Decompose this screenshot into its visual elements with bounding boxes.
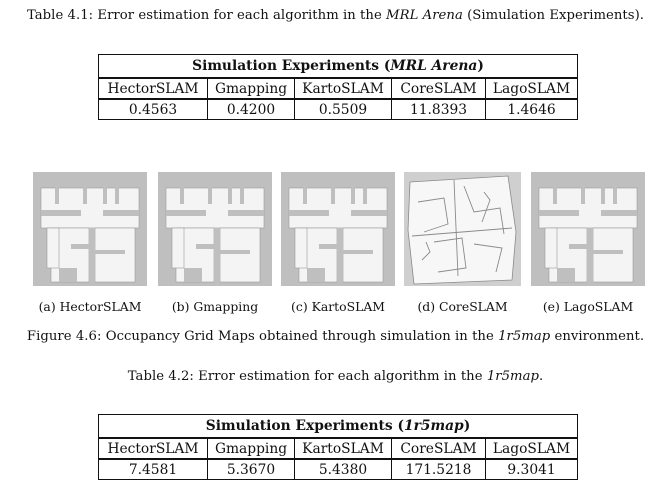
title-text: ): [477, 57, 484, 74]
value-cell: 5.4380: [294, 458, 392, 480]
header-cell: LagoSLAM: [484, 437, 579, 460]
title-text: Simulation Experiments (: [192, 57, 391, 74]
header-cell: HectorSLAM: [98, 437, 208, 460]
value-cell: 1.4646: [485, 98, 578, 120]
occupancy-map-image: [40, 186, 140, 284]
header-cell: HectorSLAM: [98, 77, 208, 100]
header-cell: Gmapping: [207, 437, 295, 460]
value-cell: 11.8393: [391, 98, 486, 120]
map-gmapping: [158, 172, 272, 286]
map-lagoslam: [531, 172, 645, 286]
caption-env: MRL Arena: [386, 8, 463, 23]
table-4-1-caption: Table 4.1: Error estimation for each alg…: [0, 8, 671, 23]
caption-text: Table 4.1: Error estimation for each alg…: [26, 8, 387, 23]
value-cell: 9.3041: [484, 458, 579, 480]
header-cell: LagoSLAM: [485, 77, 578, 100]
title-text: Simulation Experiments (: [205, 417, 405, 434]
figure-4-6-caption: Figure 4.6: Occupancy Grid Maps obtained…: [0, 329, 671, 344]
subcaption-d: (d) CoreSLAM: [417, 299, 508, 314]
title-env: MRL Arena: [390, 57, 478, 74]
occupancy-map-image: [288, 186, 388, 284]
table-4-2: Simulation Experiments (1r5map) HectorSL…: [97, 414, 579, 480]
table-title: Simulation Experiments (1r5map): [97, 414, 579, 439]
subcaption-b: (b) Gmapping: [171, 299, 259, 314]
header-cell: KartoSLAM: [294, 437, 392, 460]
title-env: 1r5map: [404, 417, 464, 434]
table-row: 7.4581 5.3670 5.4380 171.5218 9.3041: [98, 458, 579, 480]
table-title-row: Simulation Experiments (1r5map): [97, 414, 579, 439]
table-4-2-caption: Table 4.2: Error estimation for each alg…: [0, 369, 671, 384]
map-hectorslam: [33, 172, 147, 286]
caption-text: Figure 4.6: Occupancy Grid Maps obtained…: [26, 329, 499, 344]
occupancy-map-image: [538, 186, 638, 284]
table-header-row: HectorSLAM Gmapping KartoSLAM CoreSLAM L…: [98, 437, 579, 460]
subcaption-c: (c) KartoSLAM: [291, 299, 385, 314]
map-kartoslam: [281, 172, 395, 286]
occupancy-map-image: [404, 172, 521, 286]
header-cell: CoreSLAM: [391, 437, 486, 460]
caption-text: Table 4.2: Error estimation for each alg…: [127, 369, 487, 384]
value-cell: 5.3670: [207, 458, 295, 480]
title-text: ): [463, 417, 471, 434]
subcaption-e: (e) LagoSLAM: [542, 299, 634, 314]
table-title: Simulation Experiments (MRL Arena): [98, 54, 578, 79]
table-header-row: HectorSLAM Gmapping KartoSLAM CoreSLAM L…: [98, 77, 578, 100]
header-cell: CoreSLAM: [391, 77, 486, 100]
table-4-1: Simulation Experiments (MRL Arena) Hecto…: [98, 54, 578, 120]
table-title-row: Simulation Experiments (MRL Arena): [98, 54, 578, 79]
caption-env: 1r5map: [498, 329, 551, 344]
caption-env: 1r5map: [486, 369, 540, 384]
caption-text: (Simulation Experiments).: [462, 8, 645, 23]
occupancy-map-image: [165, 186, 265, 284]
value-cell: 171.5218: [391, 458, 486, 480]
header-cell: Gmapping: [207, 77, 295, 100]
value-cell: 0.4200: [207, 98, 295, 120]
caption-text: .: [539, 369, 544, 384]
map-coreslam: [404, 172, 521, 286]
table-row: 0.4563 0.4200 0.5509 11.8393 1.4646: [98, 98, 578, 120]
value-cell: 0.4563: [98, 98, 208, 120]
caption-text: environment.: [550, 329, 645, 344]
subcaption-a: (a) HectorSLAM: [38, 299, 142, 314]
header-cell: KartoSLAM: [294, 77, 392, 100]
value-cell: 7.4581: [98, 458, 208, 480]
value-cell: 0.5509: [294, 98, 392, 120]
